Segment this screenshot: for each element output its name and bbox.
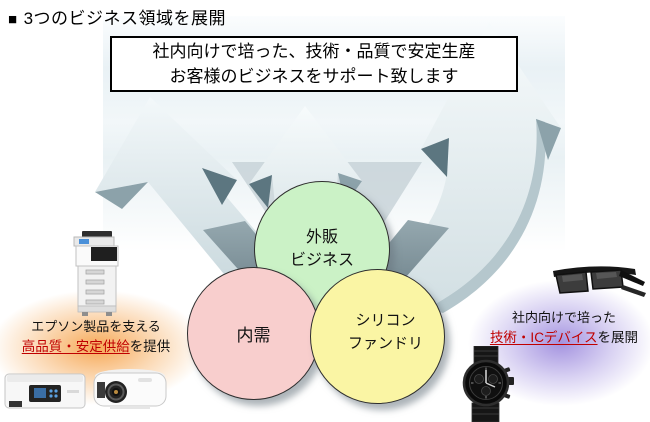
right-callout-line2: 技術・ICデバイスを展開 xyxy=(478,328,650,349)
mfp-copier-image xyxy=(66,231,128,324)
circle-naiju-label: 内需 xyxy=(236,326,271,345)
circle-gaihan-label: 外販 ビジネス xyxy=(289,228,354,269)
left-callout-line2: 高品質・安定供給を提供 xyxy=(5,337,187,358)
page-title: ■ 3つのビジネス領域を展開 xyxy=(8,4,226,29)
left-callout-highlight: 高品質・安定供給 xyxy=(21,339,130,355)
left-callout-suffix: を提供 xyxy=(129,339,171,355)
right-callout-highlight: 技術・ICデバイス xyxy=(489,330,598,346)
banner-line1: 社内向けで培った、技術・品質で安定生産 xyxy=(152,41,476,61)
up-arrow-right-icon xyxy=(352,22,561,313)
title-bullet-icon: ■ xyxy=(8,11,18,28)
right-callout: 社内向けで培った 技術・ICデバイスを展開 xyxy=(478,308,650,349)
left-callout-line1: エプソン製品を支える xyxy=(31,319,161,334)
page-title-text: 3つのビジネス領域を展開 xyxy=(23,9,227,28)
circle-silicon-foundry: シリコン ファンドリ xyxy=(310,269,445,404)
circle-silicon-label: シリコン ファンドリ xyxy=(347,312,423,352)
right-callout-suffix: を展開 xyxy=(597,330,639,346)
right-callout-line1: 社内向けで培った xyxy=(511,310,616,325)
banner-box: 社内向けで培った、技術・品質で安定生産 お客様のビジネスをサポート致します xyxy=(110,36,518,92)
inkjet-printer-image xyxy=(3,366,87,421)
banner-line2: お客様のビジネスをサポート致します xyxy=(169,67,459,86)
circle-naiju: 内需 xyxy=(187,267,320,400)
smart-glasses-image xyxy=(548,260,648,313)
wristwatch-image xyxy=(452,345,524,422)
projector-image xyxy=(90,362,170,421)
left-callout: エプソン製品を支える 高品質・安定供給を提供 xyxy=(5,317,187,358)
